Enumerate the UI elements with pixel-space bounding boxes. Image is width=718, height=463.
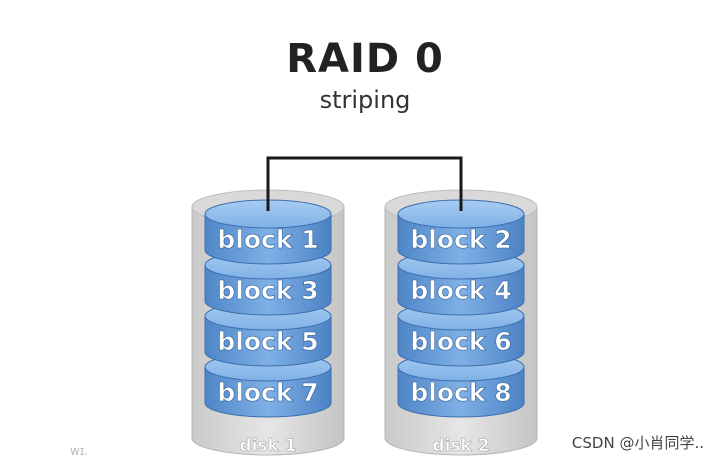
- disk-2: block 8 block 6 block 4 block 2 disk 2: [384, 189, 538, 456]
- disk-label: disk 2: [432, 436, 489, 456]
- block-segment: block 3: [204, 250, 332, 316]
- block-label: block 8: [410, 378, 511, 407]
- diagram-subtitle: striping: [319, 86, 411, 114]
- connector-line: [266, 156, 463, 211]
- diagram-title: RAID 0: [286, 36, 444, 82]
- striping-connector: [266, 156, 463, 211]
- block-label: block 1: [217, 225, 318, 254]
- block-label: block 6: [410, 327, 511, 356]
- logo-mark: ᴡɪ.: [70, 444, 89, 458]
- block-label: block 2: [410, 225, 511, 254]
- block-segment: block 8: [397, 352, 525, 418]
- block-label: block 5: [217, 327, 318, 356]
- block-label: block 4: [410, 276, 511, 305]
- block-segment: block 1: [204, 199, 332, 265]
- disk-label: disk 1: [239, 436, 296, 456]
- block-label: block 3: [217, 276, 318, 305]
- block-segment: block 2: [397, 199, 525, 265]
- watermark: CSDN @小肖同学..: [571, 434, 704, 452]
- disk-1: block 7 block 5 block 3 block 1 disk 1: [191, 189, 345, 456]
- block-label: block 7: [217, 378, 318, 407]
